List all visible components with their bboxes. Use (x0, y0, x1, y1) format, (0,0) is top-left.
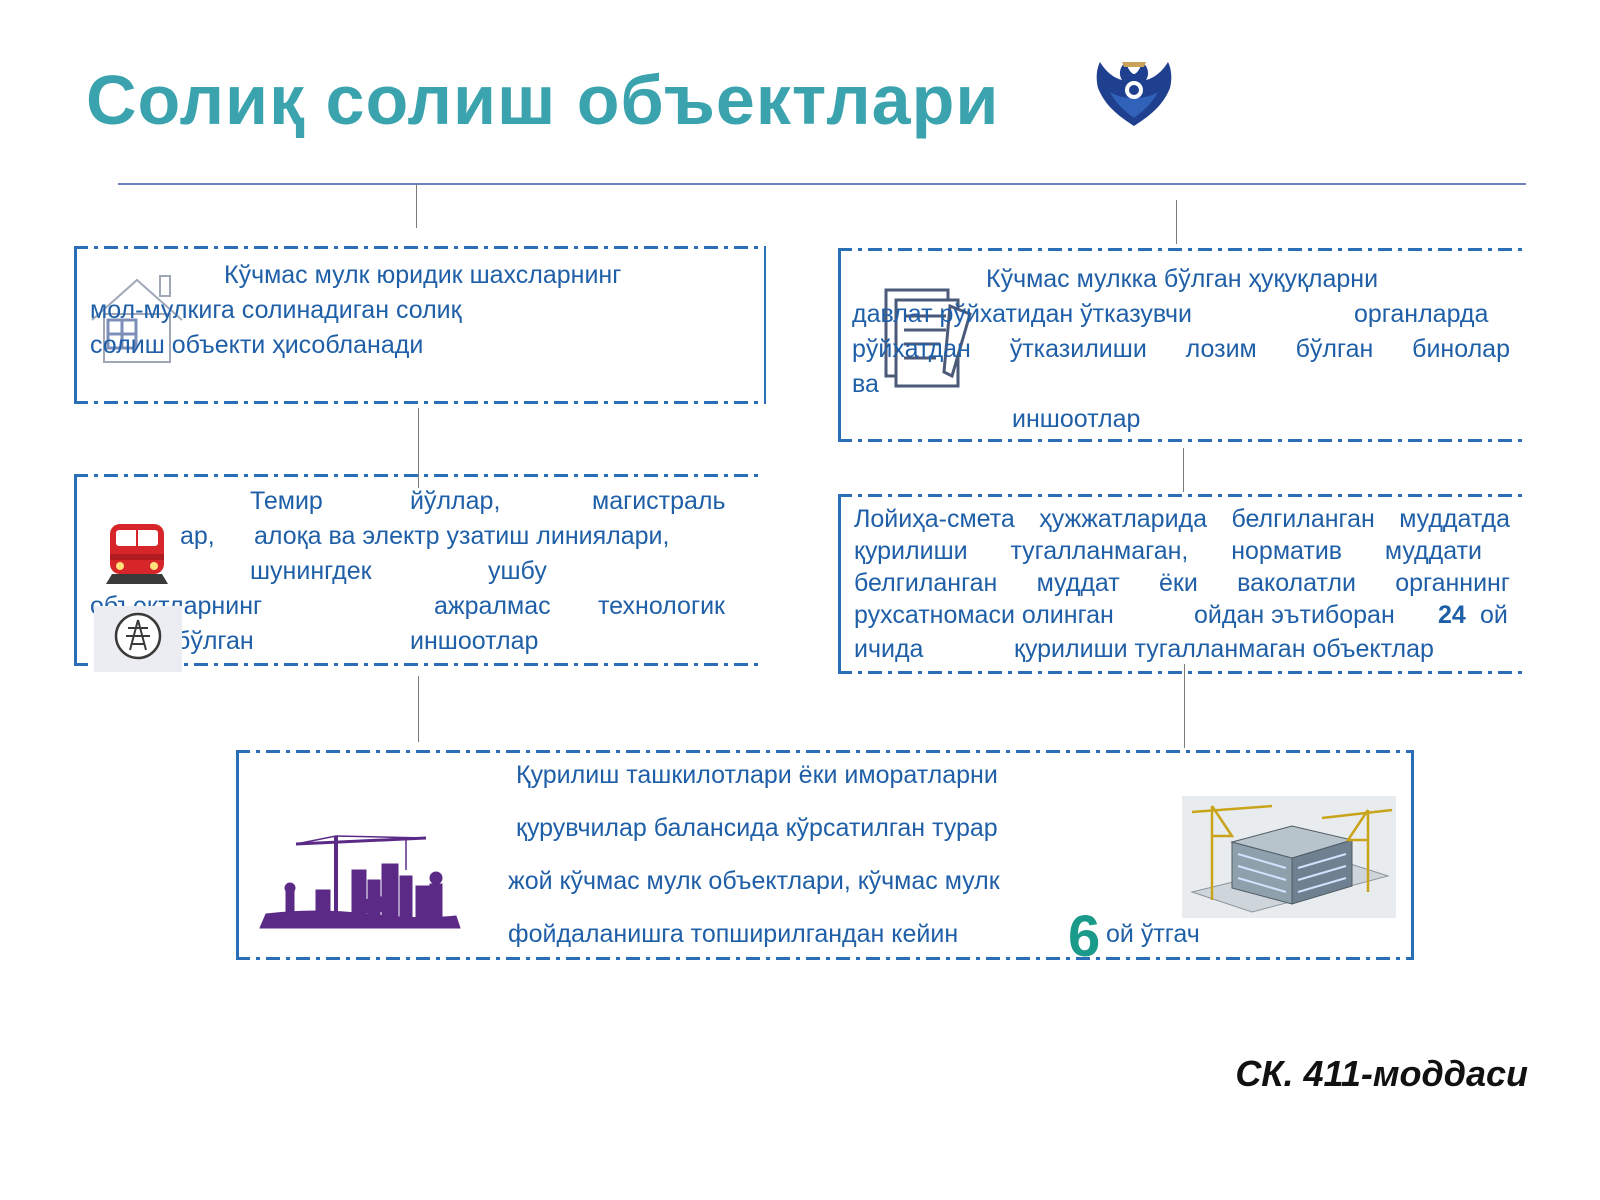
connector-line (416, 184, 417, 228)
document-icon (884, 288, 972, 388)
box3-line5b: иншоотлар (410, 627, 539, 655)
box3-line1b: йўллар, (410, 487, 501, 515)
building-3d-icon (1182, 796, 1396, 918)
box5-tail: ой ўтгач (1106, 920, 1200, 948)
box5-line4: фойдаланишга топширилгандан кейин (508, 920, 959, 948)
box3-line2a: ар, (180, 522, 215, 550)
box3-line4b: ажралмас (434, 592, 551, 620)
house-icon (91, 275, 183, 363)
box1-line2: мол-мулкига солинадиган солиқ (90, 296, 462, 324)
box4-line5b: қурилиши тугалланмаган объектлар (1014, 635, 1434, 663)
box2-line5: иншоотлар (1012, 405, 1141, 433)
box1-line1: Кўчмас мулк юридик шахсларнинг (224, 261, 622, 289)
box4-line5a: ичида (854, 635, 924, 663)
box4-line1: Лойиҳа-смета ҳужжатларида белгиланган му… (854, 505, 1510, 533)
box3-line2b: алоқа ва электр узатиш линиялари, (254, 522, 670, 550)
construction-crane-icon (259, 835, 461, 929)
box3-line1a: Темир (250, 487, 323, 515)
box3-line5a: бўлган (176, 627, 254, 655)
box2-line3: рўйхатдан ўтказилиши лозим бўлган бинола… (852, 335, 1510, 363)
box-unfinished-construction (838, 494, 1528, 674)
article-reference: СК. 411-моддаси (1235, 1053, 1528, 1094)
box5-line3: жой кўчмас мулк объектлари, кўчмас мулк (508, 867, 1000, 895)
box3-line1c: магистраль (592, 487, 726, 515)
connector-line (1184, 664, 1185, 748)
box5-number-6: 6 (1068, 904, 1101, 969)
power-line-icon (94, 606, 182, 672)
box4-line4b: ойдан эътиборан (1194, 601, 1395, 629)
box2-line1: Кўчмас мулкка бўлган ҳуқуқларни (986, 265, 1379, 293)
box4-line3: белгиланган муддат ёки ваколатли органни… (854, 569, 1510, 597)
page-title: Солиқ солиш объектлари (86, 61, 1000, 139)
box5-line2: қурувчилар балансида кўрсатилган турар (516, 814, 998, 842)
box3-line3a: шунингдек (250, 557, 372, 585)
connector-line (418, 408, 419, 488)
box4-line2: қурилиши тугалланмаган, норматив муддати (854, 537, 1482, 565)
box2-line2a: давлат рўйхатидан ўтказувчи (852, 300, 1193, 328)
top-divider (118, 183, 1526, 185)
connector-line (1183, 448, 1184, 492)
box-railways-lines (74, 474, 764, 666)
box3-line3b: ушбу (488, 557, 547, 585)
box3-line4c: технологик (598, 592, 725, 620)
train-icon (106, 524, 168, 584)
box4-number-24: 24 (1438, 601, 1466, 629)
box-legal-entities (74, 246, 766, 404)
connector-line (418, 676, 419, 742)
eagle-logo-icon (1096, 62, 1172, 126)
box4-line4a: рухсатномаси олинган (854, 601, 1114, 629)
box5-line1: Қурилиш ташкилотлари ёки иморатларни (516, 761, 998, 789)
connector-line (1176, 200, 1177, 244)
box1-line3: солиш объекти ҳисобланади (90, 331, 424, 359)
box4-line4c: ой (1480, 601, 1508, 629)
box2-line2b: органларда (1354, 300, 1489, 328)
box2-line4: ва (852, 370, 879, 398)
